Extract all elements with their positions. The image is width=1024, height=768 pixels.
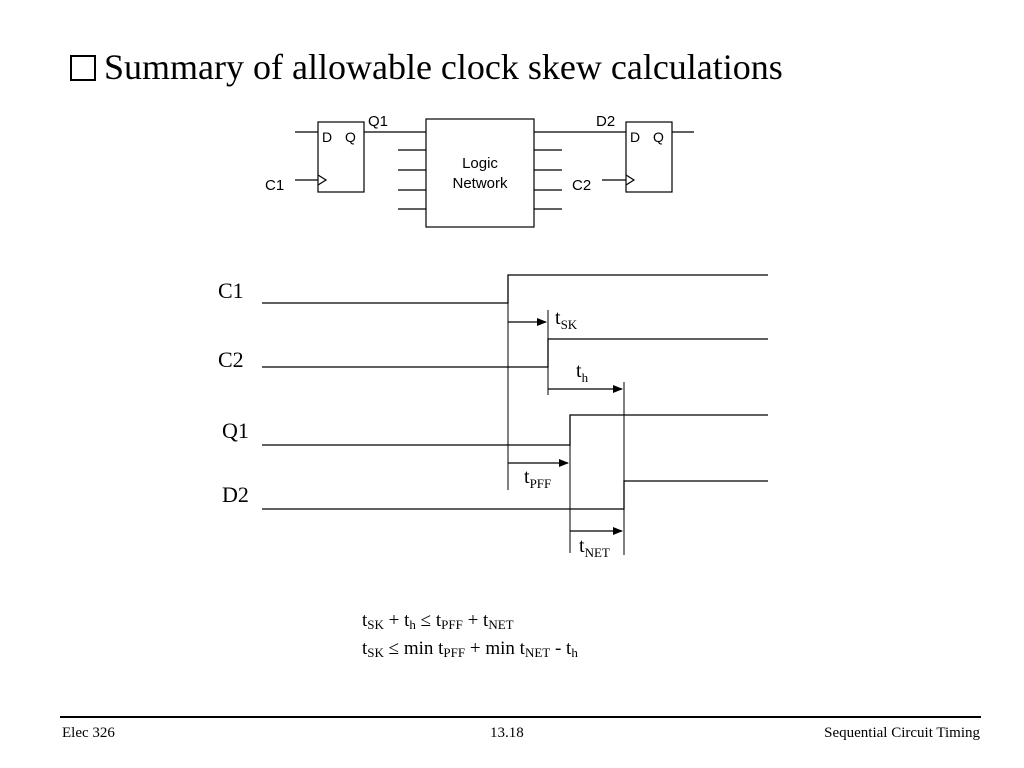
- ff1-d-label: D: [322, 129, 332, 145]
- ff2-d-label: D: [630, 129, 640, 145]
- checkbox-bullet-icon: [70, 55, 96, 81]
- eq1-term: + t: [383, 610, 410, 631]
- eq2-term: + min t: [465, 638, 525, 659]
- slide-title-text: Summary of allowable clock skew calculat…: [104, 47, 783, 87]
- eq2-term: ≤ min t: [383, 638, 444, 659]
- ff2-clock-triangle-icon: [625, 174, 636, 186]
- eq2-term: - t: [550, 638, 572, 659]
- th-label: th: [576, 360, 589, 385]
- eq2-sub: h: [571, 645, 578, 660]
- eq1-term: t: [362, 610, 368, 631]
- ff1-clock-triangle-icon: [317, 174, 328, 186]
- network-label-line1: Logic: [462, 155, 498, 172]
- q1-label: Q1: [368, 113, 388, 130]
- tsk-label: tSK: [555, 307, 578, 332]
- d2-label: D2: [596, 113, 615, 130]
- flip-flop-2: [625, 121, 673, 193]
- ff1-q-label: Q: [345, 129, 356, 145]
- signal-label-c1: C1: [218, 278, 244, 303]
- eq1-term: + t: [462, 610, 489, 631]
- eq1-sub: NET: [488, 617, 514, 632]
- waveform-d2: [262, 480, 768, 510]
- eq2-sub: PFF: [443, 645, 466, 660]
- waveform-q1: [262, 414, 768, 446]
- waveform-c2: [262, 338, 768, 368]
- slide-title: Summary of allowable clock skew calculat…: [70, 44, 783, 90]
- signal-label-d2: D2: [222, 482, 249, 507]
- footer-topic: Sequential Circuit Timing: [824, 725, 980, 741]
- waveform-c1: [262, 274, 768, 304]
- tpff-label: tPFF: [524, 466, 551, 491]
- c2-label: C2: [572, 177, 591, 194]
- logic-network-block: [425, 118, 535, 228]
- flip-flop-1: [317, 121, 365, 193]
- signal-label-q1: Q1: [222, 418, 249, 443]
- tnet-label: tNET: [579, 535, 610, 560]
- eq1-sub: h: [409, 617, 416, 632]
- footer-page-number: 13.18: [490, 725, 524, 741]
- network-label-line2: Network: [452, 175, 508, 192]
- signal-label-c2: C2: [218, 347, 244, 372]
- eq1-sub: PFF: [441, 617, 463, 632]
- eq2-sub: SK: [367, 645, 384, 660]
- eq2-sub: NET: [524, 645, 551, 660]
- c1-label: C1: [265, 177, 284, 194]
- eq1-term: ≤ t: [415, 610, 442, 631]
- eq1-sub: SK: [367, 617, 384, 632]
- equation-1: tSK + th ≤ tPFF + tNET: [362, 610, 514, 633]
- ff2-q-label: Q: [653, 129, 664, 145]
- footer-course: Elec 326: [62, 725, 115, 741]
- footer-divider: [60, 716, 981, 718]
- equation-2: tSK ≤ min tPFF + min tNET - th: [362, 638, 578, 661]
- eq2-term: t: [362, 638, 368, 659]
